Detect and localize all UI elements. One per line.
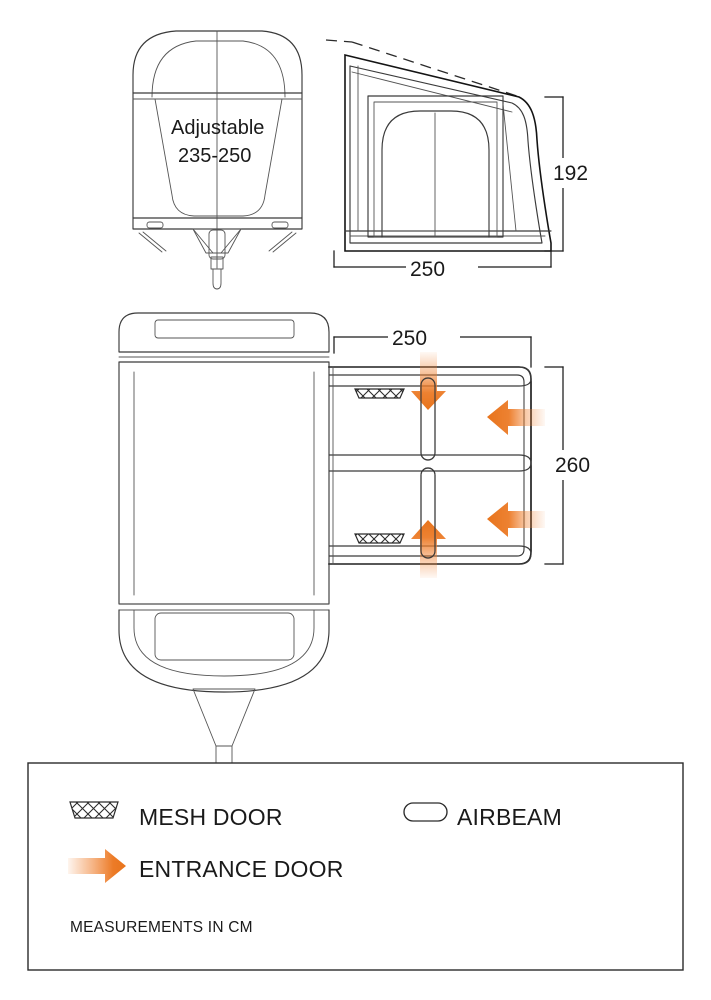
dimension-width-260-plan: 260 <box>544 366 595 565</box>
entrance-door-arrow-icon <box>411 352 446 410</box>
dimension-height-192: 192 <box>544 96 589 252</box>
dimension-depth-250-plan: 250 <box>333 322 532 368</box>
height-dimension-label: 192 <box>553 162 588 185</box>
plan-view-group: 250 260 <box>118 312 595 793</box>
legend-item-mesh-door: MESH DOOR <box>69 801 283 830</box>
adjustable-height-annotation: Adjustable 235-250 <box>171 117 264 167</box>
awning-side-elevation <box>325 39 552 252</box>
legend-label-airbeam: AIRBEAM <box>457 804 562 830</box>
mesh-door-lower <box>354 533 405 544</box>
mesh-door-icon <box>354 533 405 544</box>
legend-measurement-note: MEASUREMENTS IN CM <box>70 919 253 936</box>
entrance-door-arrow-icon <box>487 502 545 537</box>
awning-plan <box>328 352 545 578</box>
legend-label-entrance-door: ENTRANCE DOOR <box>139 856 344 882</box>
mesh-door-upper <box>354 388 405 399</box>
legend-item-entrance-door: ENTRANCE DOOR <box>68 849 344 883</box>
adjustable-label-line1: Adjustable <box>171 117 264 139</box>
entrance-door-arrow-bottom-beam <box>411 520 446 578</box>
entrance-door-arrow-icon <box>68 849 126 883</box>
mesh-door-icon <box>354 388 405 399</box>
legend-border <box>27 762 684 971</box>
front-elevation-group: 192 250 Adjustable 235-250 <box>132 30 589 290</box>
airbeam-icon <box>403 802 448 822</box>
entrance-door-arrow-icon <box>411 520 446 578</box>
legend-label-mesh-door: MESH DOOR <box>139 804 283 830</box>
entrance-door-arrow-lower <box>487 502 545 537</box>
elevation-width-dimension-label: 250 <box>410 258 445 281</box>
entrance-door-arrow-top-beam <box>411 352 446 410</box>
plan-depth-dimension-label: 250 <box>392 327 427 350</box>
entrance-door-arrow-upper <box>487 400 545 435</box>
entrance-door-arrow-icon <box>487 400 545 435</box>
plan-width-dimension-label: 260 <box>555 454 590 477</box>
adjustable-label-line2: 235-250 <box>178 145 251 167</box>
caravan-front-body <box>132 30 303 269</box>
caravan-plan-body <box>118 312 330 793</box>
dimension-width-250-elevation: 250 <box>333 250 552 281</box>
caravan-hitch <box>192 228 242 290</box>
legend-item-airbeam: AIRBEAM <box>403 802 562 830</box>
legend-panel: MESH DOOR AIRBEAM ENTRANCE DOOR MEASUREM… <box>27 762 684 971</box>
mesh-door-icon <box>69 801 119 819</box>
